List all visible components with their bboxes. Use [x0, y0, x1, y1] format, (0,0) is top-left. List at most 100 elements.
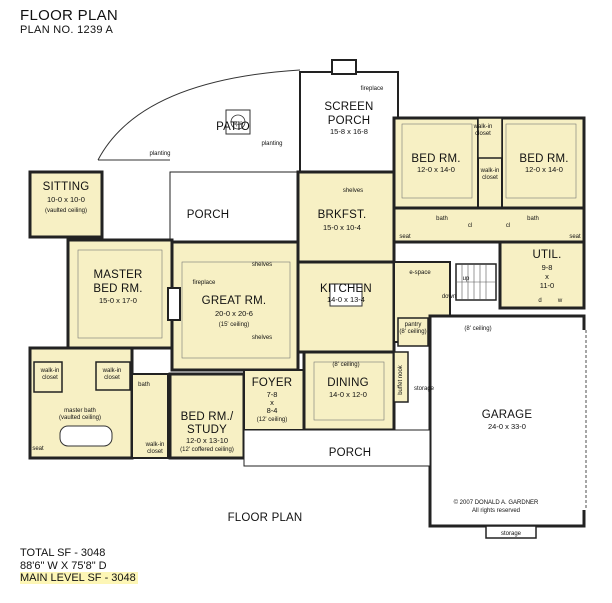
spa-label: spa: [233, 121, 243, 127]
foyer-name: FOYER: [252, 377, 293, 389]
buffet-label: buffet nook: [398, 364, 404, 395]
walkin-label-5: walk-in: [145, 442, 165, 448]
closet-label-4: closet: [104, 375, 120, 381]
master-ceiling: [77, 249, 163, 339]
foyer-dims-1: 7-8: [267, 390, 278, 399]
great-ceiling: [181, 261, 291, 359]
front-porch-name: PORCH: [329, 447, 372, 459]
bed-study-room: [168, 372, 246, 460]
master-dims: 15-0 x 17-0: [99, 296, 137, 305]
sitting-name: SITTING: [43, 181, 90, 193]
spa-icon: [230, 114, 246, 130]
walkin-label-3: walk-in: [40, 368, 60, 374]
bath-label-3: bath: [138, 382, 150, 388]
garage-name: GARAGE: [482, 409, 533, 421]
kitchen-room: [296, 260, 396, 354]
bed3-dims: 12-0 x 14-0: [525, 165, 563, 174]
sitting-note: (vaulted ceiling): [45, 208, 87, 214]
closet-label-1: closet: [475, 131, 491, 137]
closet-label-3: closet: [42, 375, 58, 381]
bath-wing: [392, 206, 586, 244]
util-dims-2: x: [545, 272, 549, 281]
pantry: [397, 317, 429, 347]
util-dims-1: 9-8: [542, 263, 553, 272]
walkin-closet-a: [33, 361, 63, 393]
foyer-dims-3: 8-4: [267, 406, 278, 415]
sitting-dims: 10-0 x 10-0: [47, 195, 85, 204]
brkfst-dims: 15-0 x 10-4: [323, 223, 361, 232]
great-name: GREAT RM.: [202, 295, 267, 307]
planting-label-1: planting: [149, 151, 170, 157]
bath-label-2: bath: [527, 216, 539, 222]
kitchen-dims: 14-0 x 13-4: [327, 295, 365, 304]
util-dims-3: 11-0: [540, 281, 554, 290]
brkfst-name: BRKFST.: [318, 209, 367, 221]
sitting-room: [28, 170, 104, 239]
patio-arc: [97, 69, 301, 161]
house-dimensions: 88'6" W X 75'8" D: [20, 559, 107, 572]
buffet-nook: [393, 351, 409, 403]
bed2-name: BED RM.: [411, 153, 460, 165]
bed2-ceiling: [401, 123, 473, 199]
total-sf: TOTAL SF - 3048: [20, 547, 106, 559]
storage-label-2: storage: [501, 531, 522, 537]
garage-storage: [485, 525, 537, 539]
dining-name: DINING: [327, 377, 368, 389]
dining-ceiling: [313, 361, 385, 421]
bath-label-1: bath: [436, 216, 448, 222]
bed3-name: BED RM.: [519, 153, 568, 165]
util-name: UTIL.: [532, 249, 561, 261]
pantry-label: pantry: [405, 322, 422, 328]
garage: [428, 314, 586, 528]
screen-porch-room: [299, 71, 399, 173]
closet-label-5: closet: [147, 449, 163, 455]
seat-label-1: seat: [399, 234, 411, 240]
great-note: (15' ceiling): [219, 322, 250, 328]
kitchen-island: [329, 283, 363, 307]
walkin-center: [477, 117, 503, 159]
bed-study-name-1: BED RM./: [181, 411, 234, 423]
shelves-label-1: shelves: [343, 188, 363, 194]
closet-label-2: closet: [482, 175, 498, 181]
walkin-closet-b: [95, 361, 131, 391]
bed-study-name-2: STUDY: [187, 424, 227, 436]
great-dims: 20-0 x 20-6: [215, 309, 253, 318]
plan-title: FLOOR PLAN: [20, 7, 119, 24]
kitchen-name: KITCHEN: [320, 283, 372, 295]
storage-label-1: storage: [414, 386, 435, 392]
main-level-sf: MAIN LEVEL SF - 3048: [20, 572, 138, 584]
util-room: [498, 240, 586, 310]
cl-label-2: cl: [506, 223, 510, 229]
walkin-label-2: walk-in: [480, 168, 500, 174]
plan-caption: FLOOR PLAN: [228, 512, 303, 524]
walkin-label-1: walk-in: [473, 124, 493, 130]
plan-number: PLAN NO. 1239 A: [20, 24, 114, 36]
master-name-1: MASTER: [93, 269, 142, 281]
shelves-label-2: shelves: [252, 262, 272, 268]
e-space-label: e-space: [409, 270, 431, 276]
plan-header: FLOOR PLAN PLAN NO. 1239 A: [20, 8, 118, 38]
dining-note: (8' ceiling): [332, 362, 359, 368]
screen-porch-dims: 15-8 x 16-8: [330, 127, 368, 136]
dining-dims: 14-0 x 12-0: [329, 390, 367, 399]
plan-footer: TOTAL SF - 3048 88'6" W X 75'8" D MAIN L…: [20, 547, 138, 585]
dryer-label: d: [538, 298, 541, 304]
fireplace-great-icon: [167, 287, 181, 321]
stairs-up-label: up: [463, 276, 470, 282]
seat-label-3: seat: [32, 446, 44, 452]
foyer-dims-2: x: [270, 398, 274, 407]
bed3-ceiling: [505, 123, 577, 199]
seat-label-2: seat: [569, 234, 581, 240]
walkin-label-4: walk-in: [102, 368, 122, 374]
copyright-line-2: All rights reserved: [472, 508, 520, 514]
cl-label-1: cl: [468, 223, 472, 229]
planting-label-2: planting: [261, 141, 282, 147]
rear-porch: [169, 171, 301, 243]
screen-porch-name1: SCREEN: [324, 101, 373, 113]
bathtub-icon: [59, 425, 113, 447]
ceiling-8-label: (8' ceiling): [464, 326, 491, 332]
bed2-dims: 12-0 x 14-0: [417, 165, 455, 174]
foyer-note: (12' ceiling): [257, 417, 288, 423]
foyer: [243, 369, 305, 431]
